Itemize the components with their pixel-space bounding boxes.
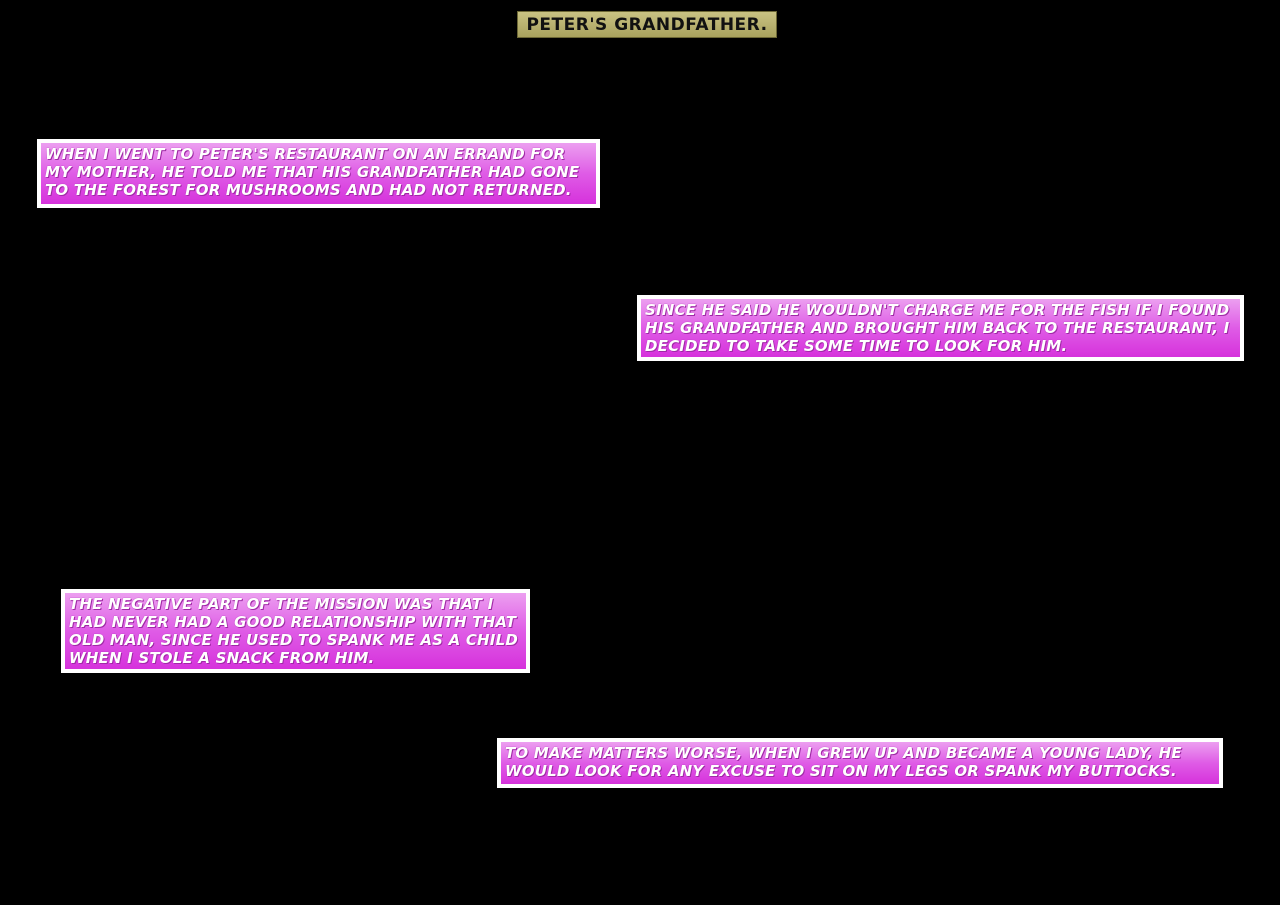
caption-box-1: WHEN I WENT TO PETER'S RESTAURANT ON AN … [37,139,600,208]
page-title: PETER'S GRANDFATHER. [517,11,777,38]
caption-box-3: THE NEGATIVE PART OF THE MISSION WAS THA… [61,589,530,673]
caption-box-2: SINCE HE SAID HE WOULDN'T CHARGE ME FOR … [637,295,1244,361]
caption-box-4: TO MAKE MATTERS WORSE, WHEN I GREW UP AN… [497,738,1223,788]
